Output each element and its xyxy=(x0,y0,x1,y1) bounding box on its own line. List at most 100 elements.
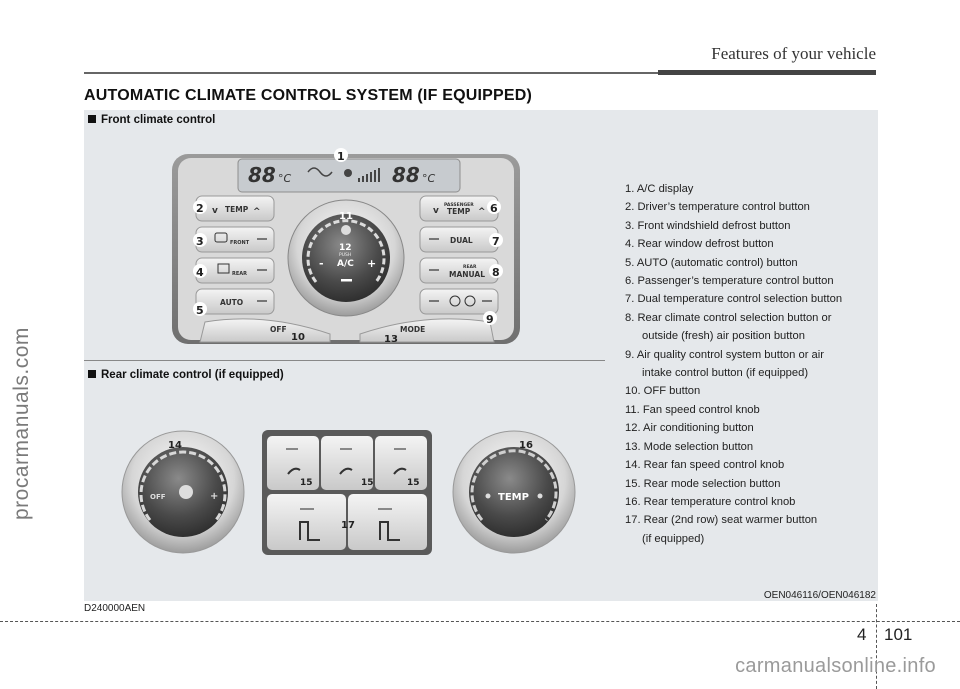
off-button[interactable]: OFF xyxy=(199,318,331,343)
indicator-dot xyxy=(537,493,543,499)
legend-item: 1. A/C display xyxy=(625,183,694,195)
callout-7: 7 xyxy=(489,233,503,248)
callout-2-label: 2 xyxy=(196,202,204,215)
fan-speed-knob[interactable]: - + PUSH A/C xyxy=(287,199,405,317)
ac-button[interactable]: PUSH A/C xyxy=(337,252,354,282)
indicator-led xyxy=(257,269,267,271)
indicator-led xyxy=(286,448,298,450)
legend-item: 13. Mode selection button xyxy=(625,440,754,453)
figure-divider xyxy=(84,360,605,361)
legend-item: 9. Air quality control system button or … xyxy=(625,348,824,361)
right-seat-warmer-button[interactable] xyxy=(348,494,427,550)
mode-button[interactable]: MODE xyxy=(359,318,495,343)
doc-code: D240000AEN xyxy=(84,603,146,614)
callout-4-label: 4 xyxy=(196,266,204,279)
rear-label: REAR xyxy=(232,271,247,277)
legend-list: 1. A/C display 2. Driver’s temperature c… xyxy=(625,180,842,548)
legend-item: 14. Rear fan speed control knob xyxy=(625,459,785,472)
air-intake-icon xyxy=(464,295,476,307)
ac-indicator xyxy=(341,279,352,282)
indicator-led xyxy=(257,300,267,302)
air-quality-button[interactable] xyxy=(419,288,499,315)
rear-fan-speed-knob[interactable]: OFF + 14 xyxy=(121,430,245,554)
callout-13: 13 xyxy=(384,334,398,345)
fan-level-bars-icon xyxy=(358,168,380,182)
display-left-unit: °C xyxy=(278,172,292,185)
airflow-icon xyxy=(307,167,333,177)
callout-7-label: 7 xyxy=(492,235,500,248)
passenger-temp-button[interactable]: v PASSENGER TEMP ^ xyxy=(419,195,499,222)
rear-window-defrost-icon xyxy=(217,263,230,274)
callout-8: 8 xyxy=(489,264,503,279)
windshield-defrost-icon xyxy=(214,232,228,243)
chevron-down-icon: v xyxy=(212,206,218,216)
plus-icon: + xyxy=(210,491,218,502)
callout-17: 17 xyxy=(341,520,355,531)
dual-button[interactable]: DUAL xyxy=(419,226,499,253)
front-defrost-button[interactable]: FRONT xyxy=(195,226,275,253)
indicator-led xyxy=(378,508,392,510)
front-subtitle-text: Front climate control xyxy=(101,114,216,126)
callout-1: 1 xyxy=(334,148,348,163)
off-label: OFF xyxy=(270,325,287,334)
callout-9-label: 9 xyxy=(486,313,494,326)
rear-small-label: REAR xyxy=(463,264,477,270)
bottom-watermark: carmanualsonline.info xyxy=(735,655,936,677)
rear-temp-knob[interactable]: TEMP 16 xyxy=(452,430,576,554)
driver-temp-button[interactable]: v TEMP ^ xyxy=(195,195,275,222)
footer-separator xyxy=(876,604,877,689)
manual-label: MANUAL xyxy=(449,270,485,279)
front-label: FRONT xyxy=(230,240,250,246)
bullet-square-icon xyxy=(88,115,96,123)
legend-item: 11. Fan speed control knob xyxy=(625,403,760,416)
legend-item: 15. Rear mode selection button xyxy=(625,477,781,490)
seat-airflow-icon xyxy=(287,467,301,475)
callout-3-label: 3 xyxy=(196,235,204,248)
legend-item-continuation: intake control button (if equipped) xyxy=(642,367,809,380)
plus-icon: + xyxy=(367,257,376,270)
footer-rule xyxy=(0,621,960,622)
callout-3: 3 xyxy=(193,233,207,248)
indicator-led xyxy=(300,508,314,510)
legend-item: 4. Rear window defrost button xyxy=(625,238,774,251)
display-right-unit: °C xyxy=(422,172,436,185)
legend-item: 3. Front windshield defrost button xyxy=(625,219,791,232)
front-control-panel: 88 °C 88 °C v TEMP ^ FRONT xyxy=(172,148,520,345)
indicator-led xyxy=(429,238,439,240)
rear-manual-button[interactable]: REAR MANUAL xyxy=(419,257,499,284)
legend-item: 16. Rear temperature control knob xyxy=(625,495,796,508)
callout-2: 2 xyxy=(193,200,207,215)
rear-button-block: 15 15 15 17 xyxy=(262,430,432,555)
auto-button[interactable]: AUTO xyxy=(195,288,275,315)
chevron-down-icon: v xyxy=(433,206,439,216)
callout-15: 15 xyxy=(361,478,374,488)
callout-4: 4 xyxy=(193,264,207,279)
legend-item: 6. Passenger’s temperature control butto… xyxy=(625,275,834,288)
rear-mode-button-2[interactable]: 15 xyxy=(321,436,374,490)
left-seat-warmer-button[interactable] xyxy=(267,494,346,550)
legend-item: 12. Air conditioning button xyxy=(625,422,754,435)
callout-9: 9 xyxy=(483,311,497,326)
push-label: PUSH xyxy=(339,252,351,258)
ac-label: A/C xyxy=(337,259,354,269)
driver-temp-label: TEMP xyxy=(225,205,249,214)
callout-14: 14 xyxy=(168,440,182,451)
rear-temp-scale xyxy=(470,449,558,521)
callout-6-label: 6 xyxy=(490,202,498,215)
header-title: Features of your vehicle xyxy=(711,44,876,63)
minus-icon: - xyxy=(319,257,324,270)
fan-icon xyxy=(341,225,351,235)
legend-item: 17. Rear (2nd row) seat warmer button xyxy=(625,514,818,527)
fan-icon xyxy=(344,169,352,177)
indicator-led xyxy=(257,238,267,240)
rear-mode-button-1[interactable]: 15 xyxy=(267,436,319,490)
rear-mode-button-3[interactable]: 15 xyxy=(375,436,427,490)
callout-15: 15 xyxy=(300,478,313,488)
callout-1-label: 1 xyxy=(337,150,345,163)
rear-defrost-button[interactable]: REAR xyxy=(195,257,275,284)
indicator-led xyxy=(394,448,406,450)
rear-temp-label: TEMP xyxy=(498,492,529,503)
callout-12: 12 xyxy=(339,243,352,253)
seat-warmer-icon xyxy=(379,521,400,541)
